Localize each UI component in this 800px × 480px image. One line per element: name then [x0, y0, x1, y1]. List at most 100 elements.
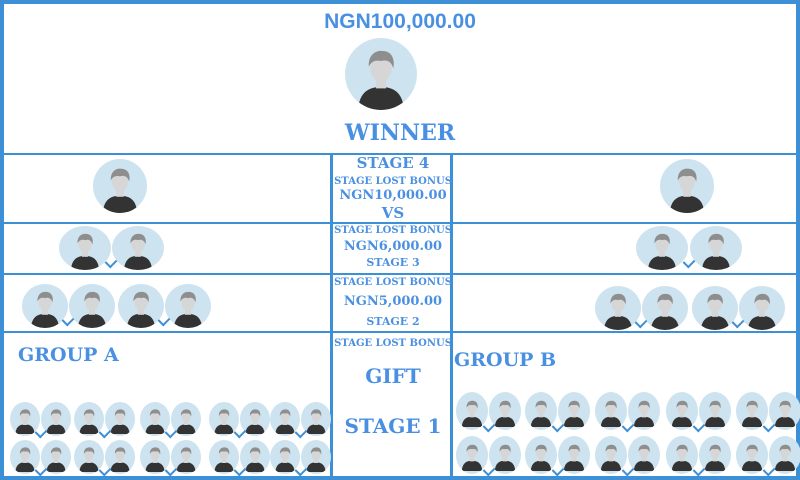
user-silhouette-icon [700, 293, 730, 330]
user-silhouette-icon [70, 233, 100, 270]
group-b-avatar [628, 436, 660, 474]
stage3-left-avatar [59, 226, 111, 270]
user-silhouette-icon [701, 233, 731, 270]
user-silhouette-icon [530, 400, 552, 427]
group-b-avatar [628, 392, 660, 430]
group-a-avatar [140, 402, 170, 436]
user-silhouette-icon [306, 409, 326, 434]
stage3-title: STAGE 3 [366, 256, 420, 269]
user-silhouette-icon [15, 409, 35, 434]
group-b-avatar [769, 436, 800, 474]
user-silhouette-icon [123, 233, 153, 270]
user-silhouette-icon [669, 168, 705, 213]
group-a-avatar [10, 440, 40, 474]
user-silhouette-icon [461, 400, 483, 427]
user-silhouette-icon [600, 444, 622, 471]
stage2-lost-bonus-label: STAGE LOST BONUS [334, 277, 452, 288]
divider-winner [4, 153, 796, 155]
user-silhouette-icon [671, 444, 693, 471]
group-a-avatar [140, 440, 170, 474]
user-silhouette-icon [214, 447, 234, 472]
user-silhouette-icon [110, 447, 130, 472]
user-silhouette-icon [173, 291, 203, 328]
group-b-avatar [558, 436, 590, 474]
user-silhouette-icon [650, 293, 680, 330]
stage3-lost-bonus-amount: NGN6,000.00 [343, 239, 443, 254]
group-b-avatar [736, 392, 768, 430]
user-silhouette-icon [747, 293, 777, 330]
group-b-avatar [666, 436, 698, 474]
user-silhouette-icon [46, 409, 66, 434]
stage4-lost-bonus-amount: NGN10,000.00 [339, 188, 447, 203]
divider-center-left [330, 153, 333, 480]
group-b-avatar [699, 392, 731, 430]
group-b-avatar [456, 436, 488, 474]
user-silhouette-icon [494, 444, 516, 471]
group-b-avatar [489, 392, 521, 430]
winner-label: WINNER [344, 120, 456, 146]
group-a-avatar [240, 402, 270, 436]
group-a-avatar [171, 402, 201, 436]
user-silhouette-icon [633, 400, 655, 427]
group-a-avatar [171, 440, 201, 474]
group-b-avatar [699, 436, 731, 474]
stage4-right-avatar [660, 159, 714, 213]
user-silhouette-icon [275, 447, 295, 472]
group-a-avatar [209, 440, 239, 474]
user-silhouette-icon [741, 444, 763, 471]
winner-avatar [345, 38, 417, 110]
stage4-lost-bonus-label: STAGE LOST BONUS [334, 176, 452, 187]
group-b-avatar [769, 392, 800, 430]
stage2-right-avatar [595, 286, 641, 330]
user-silhouette-icon [245, 447, 265, 472]
user-silhouette-icon [357, 50, 405, 110]
user-silhouette-icon [126, 291, 156, 328]
stage4-title: STAGE 4 [356, 154, 430, 172]
user-silhouette-icon [145, 447, 165, 472]
user-silhouette-icon [603, 293, 633, 330]
stage2-lost-bonus-amount: NGN5,000.00 [343, 294, 443, 309]
user-silhouette-icon [741, 400, 763, 427]
group-a-avatar [301, 402, 331, 436]
stage3-right-avatar [690, 226, 742, 270]
user-silhouette-icon [704, 400, 726, 427]
group-a-avatar [240, 440, 270, 474]
group-b-avatar [525, 436, 557, 474]
divider-stage2 [4, 331, 796, 333]
vs-label: VS [381, 204, 405, 222]
divider-center-right [450, 153, 453, 480]
user-silhouette-icon [563, 444, 585, 471]
group-a-avatar [74, 402, 104, 436]
user-silhouette-icon [647, 233, 677, 270]
user-silhouette-icon [46, 447, 66, 472]
group-a-avatar [41, 440, 71, 474]
stage2-right-avatar [642, 286, 688, 330]
group-b-avatar [558, 392, 590, 430]
user-silhouette-icon [176, 447, 196, 472]
user-silhouette-icon [102, 168, 138, 213]
stage3-left-avatar [112, 226, 164, 270]
gift-label: GIFT [365, 364, 421, 388]
user-silhouette-icon [563, 400, 585, 427]
user-silhouette-icon [774, 444, 796, 471]
user-silhouette-icon [306, 447, 326, 472]
divider-stage4 [4, 222, 796, 224]
user-silhouette-icon [600, 400, 622, 427]
group-a-avatar [74, 440, 104, 474]
user-silhouette-icon [633, 444, 655, 471]
group-b-avatar [489, 436, 521, 474]
user-silhouette-icon [530, 444, 552, 471]
user-silhouette-icon [79, 409, 99, 434]
user-silhouette-icon [704, 444, 726, 471]
user-silhouette-icon [15, 447, 35, 472]
user-silhouette-icon [79, 447, 99, 472]
stage2-title: STAGE 2 [366, 315, 420, 328]
group-b-label: GROUP B [454, 349, 557, 371]
group-a-avatar [209, 402, 239, 436]
stage2-right-avatar [692, 286, 738, 330]
group-a-avatar [10, 402, 40, 436]
user-silhouette-icon [774, 400, 796, 427]
winner-prize: NGN100,000.00 [324, 10, 476, 33]
stage2-left-avatar [22, 284, 68, 328]
